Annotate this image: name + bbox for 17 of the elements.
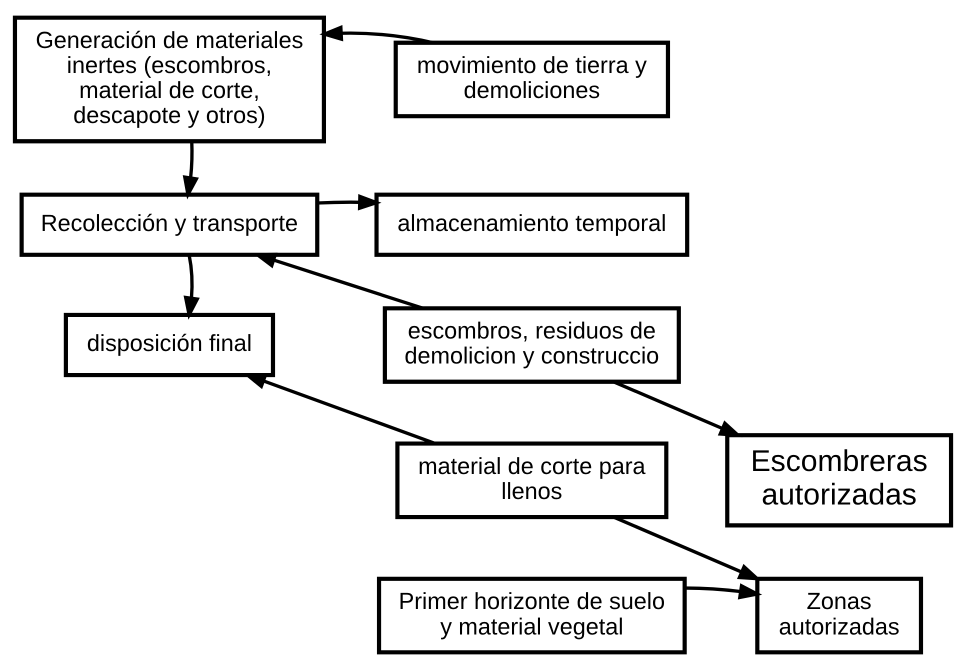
node-box: Generación de materiales inertes (escombros, material de corte, descapote y otros): [12, 15, 326, 143]
node-box: disposición final: [64, 312, 276, 377]
node-box: movimiento de tierra y demoliciones: [394, 40, 670, 118]
arrow: [614, 380, 743, 437]
arrow: [319, 24, 434, 44]
node-box: almacenamiento temporal: [374, 192, 690, 256]
arrow: [684, 582, 762, 599]
node-box: material de corte para llenos: [395, 440, 668, 519]
node-box: Primer horizonte de suelo y material vegetal: [376, 576, 687, 654]
arrow: [182, 140, 199, 199]
arrow: [184, 254, 200, 320]
node-box: escombros, residuos de demolicion y construccio: [382, 306, 681, 384]
arrow: [614, 515, 762, 580]
arrow: [317, 194, 382, 210]
node-box: Recolección y transporte: [20, 192, 320, 256]
node-box: Escombreras autorizadas: [725, 432, 954, 527]
node-box: Zonas autorizadas: [755, 576, 924, 654]
